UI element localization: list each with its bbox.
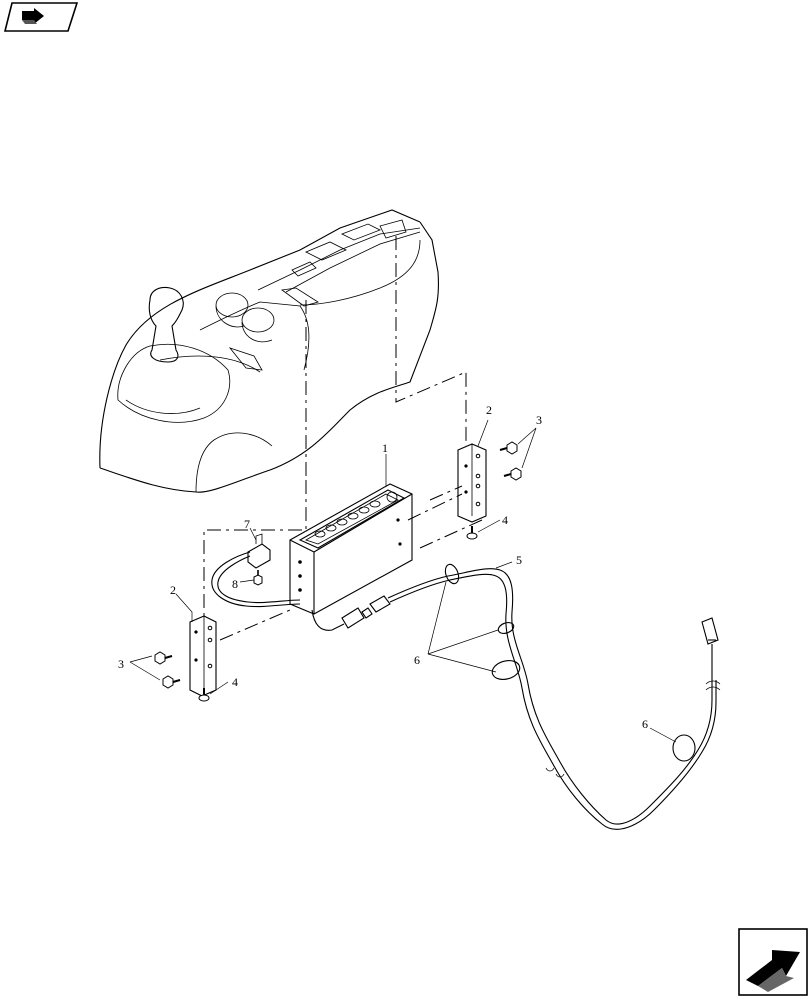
callout-5: 5 xyxy=(516,553,522,567)
callout-6-right: 6 xyxy=(642,717,648,731)
antenna-cable xyxy=(211,551,721,830)
previous-page-icon xyxy=(4,2,78,32)
callout-4-left: 4 xyxy=(232,675,238,689)
callout-3-right: 3 xyxy=(536,413,542,427)
assembly-guide-lines xyxy=(203,236,483,641)
callout-4-right: 4 xyxy=(502,513,508,527)
bracket-left xyxy=(189,615,217,697)
callout-labels: 1 2 2 3 3 4 4 5 6 6 7 8 xyxy=(118,403,648,731)
screws xyxy=(154,441,522,702)
next-page-button[interactable] xyxy=(738,928,808,996)
previous-page-button[interactable] xyxy=(4,2,78,32)
callout-6-left: 6 xyxy=(414,653,420,667)
console-housing xyxy=(99,209,439,493)
callout-3-left: 3 xyxy=(118,657,124,671)
callout-1: 1 xyxy=(382,441,388,455)
callout-2-left: 2 xyxy=(170,583,176,597)
callout-8: 8 xyxy=(232,577,238,591)
callout-leaders xyxy=(129,419,677,743)
callout-7: 7 xyxy=(244,517,250,531)
radio-unit xyxy=(289,483,413,615)
connector-clip xyxy=(247,533,271,569)
next-page-icon xyxy=(738,928,808,996)
bracket-right xyxy=(457,443,487,523)
callout-2-right: 2 xyxy=(486,403,492,417)
